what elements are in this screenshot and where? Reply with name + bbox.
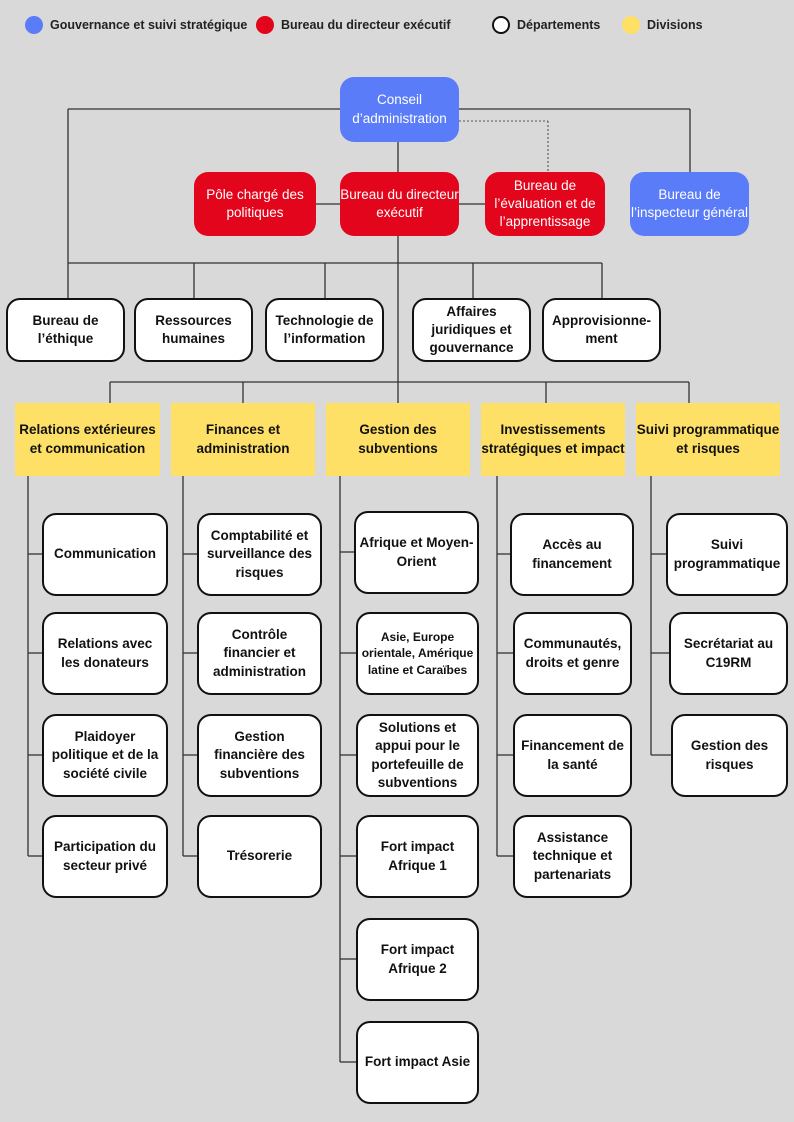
unit-high-impact-africa-1: Fort impact Afrique 1 (356, 815, 479, 898)
unit-asia-europe-latam: Asie, Europe orientale, Amérique latine … (356, 612, 479, 695)
legend-item-executive: Bureau du directeur exécutif (256, 15, 451, 35)
department-color-dot (492, 16, 510, 34)
unit-high-impact-africa-2: Fort impact Afrique 2 (356, 918, 479, 1001)
dept-legal: Affaires juridiques et gouvernance (412, 298, 531, 362)
unit-donor-relations: Relations avec les donateurs (42, 612, 168, 695)
legend-item-departments: Départements (492, 15, 600, 35)
unit-health-financing: Financement de la santé (513, 714, 632, 797)
legend-label: Bureau du directeur exécutif (281, 18, 451, 32)
dept-hr: Ressources humaines (134, 298, 253, 362)
evaluation-office-box: Bureau de l’évaluation et de l’apprentis… (485, 172, 605, 236)
unit-advocacy: Plaidoyer politique et de la société civ… (42, 714, 168, 797)
governance-color-dot (25, 16, 43, 34)
unit-high-impact-asia: Fort impact Asie (356, 1021, 479, 1104)
division-external-relations: Relations extérieures et communication (15, 403, 160, 476)
executive-color-dot (256, 16, 274, 34)
board-box: Conseil d’administration (340, 77, 459, 142)
division-strategic-investments: Investissements stratégiques et impact (481, 403, 625, 476)
unit-community-rights-gender: Communautés, droits et genre (513, 612, 632, 695)
unit-accounting-risk: Comptabilité et surveillance des risques (197, 513, 322, 596)
unit-communication: Communication (42, 513, 168, 596)
dept-ethics: Bureau de l’éthique (6, 298, 125, 362)
unit-program-monitoring: Suivi programmatique (666, 513, 788, 596)
unit-private-sector: Participation du secteur privé (42, 815, 168, 898)
legend-item-divisions: Divisions (622, 15, 703, 35)
dept-it: Technologie de l’information (265, 298, 384, 362)
inspector-general-box: Bureau de l’inspecteur général (630, 172, 749, 236)
legend-label: Divisions (647, 18, 703, 32)
dept-procurement: Approvisionne-ment (542, 298, 661, 362)
legend-label: Gouvernance et suivi stratégique (50, 18, 248, 32)
division-program-monitoring: Suivi programmatique et risques (636, 403, 780, 476)
legend-item-governance: Gouvernance et suivi stratégique (25, 15, 247, 35)
unit-access-to-funding: Accès au financement (510, 513, 634, 596)
executive-director-box: Bureau du directeur exécutif (340, 172, 459, 236)
unit-grant-finance: Gestion financière des subventions (197, 714, 322, 797)
unit-treasury: Trésorerie (197, 815, 322, 898)
policy-hub-box: Pôle chargé des politiques (194, 172, 316, 236)
unit-risk-management: Gestion des risques (671, 714, 788, 797)
division-grant-management: Gestion des subventions (326, 403, 470, 476)
unit-technical-assistance: Assistance technique et partenariats (513, 815, 632, 898)
legend-label: Départements (517, 18, 601, 32)
unit-c19rm-secretariat: Secrétariat au C19RM (669, 612, 788, 695)
unit-africa-middle-east: Afrique et Moyen-Orient (354, 511, 479, 594)
unit-financial-control: Contrôle financier et administration (197, 612, 322, 695)
division-finance: Finances et administration (171, 403, 315, 476)
unit-portfolio-solutions: Solutions et appui pour le portefeuille … (356, 714, 479, 797)
division-color-dot (622, 16, 640, 34)
